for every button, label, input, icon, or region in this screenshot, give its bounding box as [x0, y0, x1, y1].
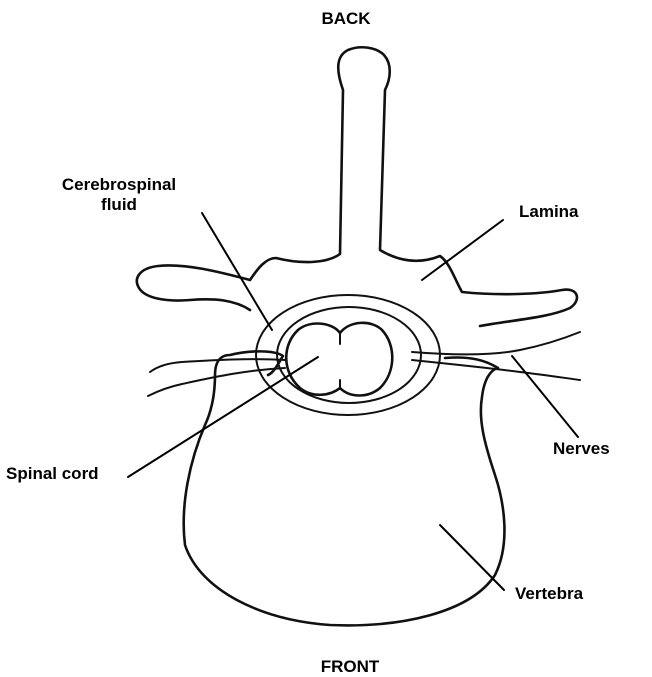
leader-nerves	[512, 356, 578, 437]
spinal-cord-label: Spinal cord	[6, 464, 99, 484]
back-label: BACK	[306, 9, 386, 29]
dura-ring	[277, 307, 421, 403]
leader-vertebra	[440, 525, 504, 590]
leader-lamina	[422, 220, 503, 280]
nerves-label: Nerves	[553, 439, 610, 459]
cerebrospinal-fluid-label-line1: Cerebrospinal	[45, 175, 193, 195]
vertebra-label: Vertebra	[515, 584, 583, 604]
cerebrospinal-fluid-label-line2: fluid	[45, 195, 193, 215]
cerebrospinal-fluid-label: Cerebrospinal fluid	[45, 175, 193, 215]
lamina-label: Lamina	[519, 202, 579, 222]
front-label: FRONT	[305, 657, 395, 677]
spinous-process-and-lamina-outline	[137, 47, 577, 326]
